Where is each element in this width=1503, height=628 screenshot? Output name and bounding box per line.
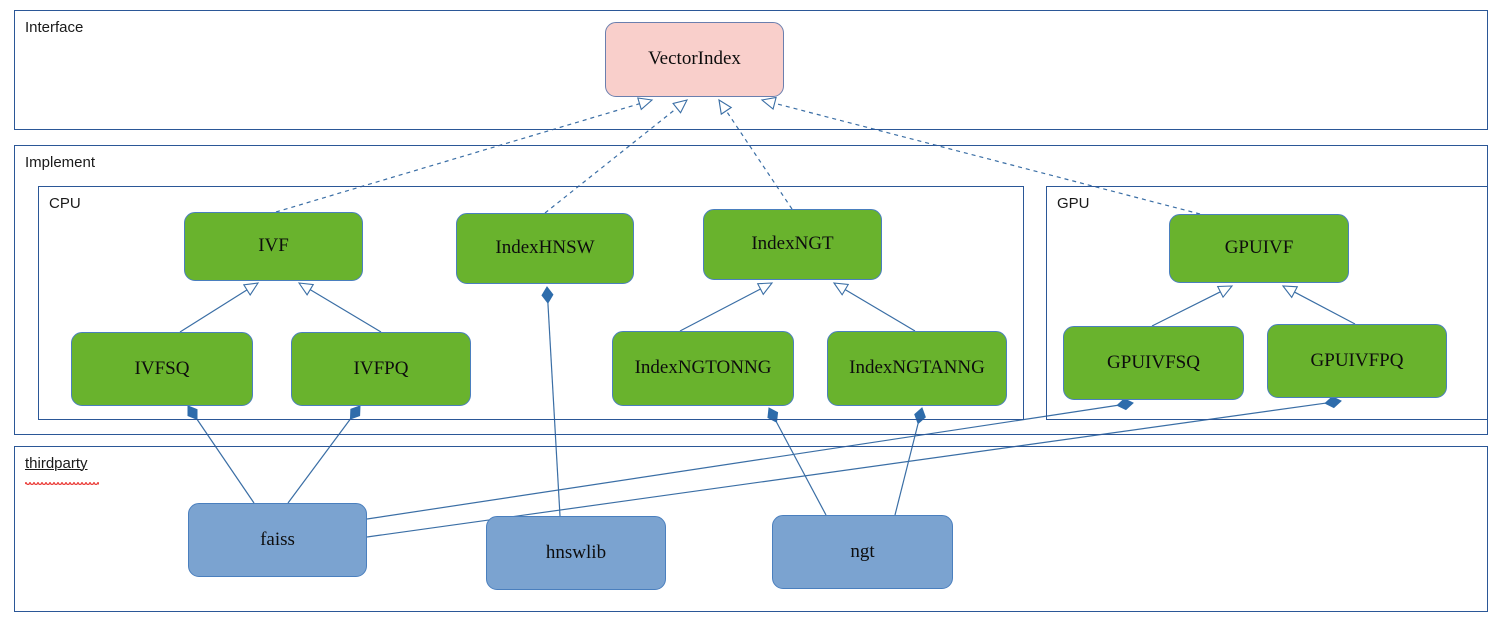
node-gpuivfpq[interactable]: GPUIVFPQ	[1267, 324, 1447, 398]
node-indexngt[interactable]: IndexNGT	[703, 209, 882, 280]
node-label-gpuivfpq: GPUIVFPQ	[1310, 349, 1404, 371]
node-ivf[interactable]: IVF	[184, 212, 363, 281]
node-label-faiss: faiss	[260, 528, 295, 550]
node-label-ivfsq: IVFSQ	[134, 357, 190, 379]
node-label-vectorindex: VectorIndex	[648, 48, 741, 70]
node-label-ngt: ngt	[850, 540, 875, 562]
node-gpuivfsq[interactable]: GPUIVFSQ	[1063, 326, 1244, 400]
container-thirdparty	[14, 446, 1488, 612]
node-gpuivf[interactable]: GPUIVF	[1169, 214, 1349, 283]
node-ivfsq[interactable]: IVFSQ	[71, 332, 253, 406]
container-label-interface: Interface	[25, 19, 84, 36]
node-label-indexngtanng: IndexNGTANNG	[849, 357, 985, 379]
node-label-gpuivf: GPUIVF	[1224, 237, 1294, 259]
container-label-implement: Implement	[25, 154, 96, 171]
container-label-gpu: GPU	[1057, 195, 1090, 212]
container-label-thirdparty: thirdparty	[25, 455, 88, 472]
node-label-indexngt: IndexNGT	[751, 233, 834, 255]
node-indexhnsw[interactable]: IndexHNSW	[456, 213, 634, 284]
container-cpu	[38, 186, 1024, 420]
node-label-indexhnsw: IndexHNSW	[495, 237, 595, 259]
node-indexngtanng[interactable]: IndexNGTANNG	[827, 331, 1007, 406]
container-gpu	[1046, 186, 1488, 420]
node-label-gpuivfsq: GPUIVFSQ	[1107, 351, 1200, 373]
node-label-indexngtonng: IndexNGTONNG	[634, 357, 772, 379]
container-label-cpu: CPU	[49, 195, 81, 212]
node-indexngtonng[interactable]: IndexNGTONNG	[612, 331, 794, 406]
node-hnswlib[interactable]: hnswlib	[486, 516, 666, 590]
node-label-ivf: IVF	[258, 235, 289, 257]
container-interface	[14, 10, 1488, 130]
node-ivfpq[interactable]: IVFPQ	[291, 332, 471, 406]
node-vectorindex[interactable]: VectorIndex	[605, 22, 784, 97]
node-label-ivfpq: IVFPQ	[353, 357, 409, 379]
node-faiss[interactable]: faiss	[188, 503, 367, 577]
node-label-hnswlib: hnswlib	[545, 541, 607, 563]
node-ngt[interactable]: ngt	[772, 515, 953, 589]
